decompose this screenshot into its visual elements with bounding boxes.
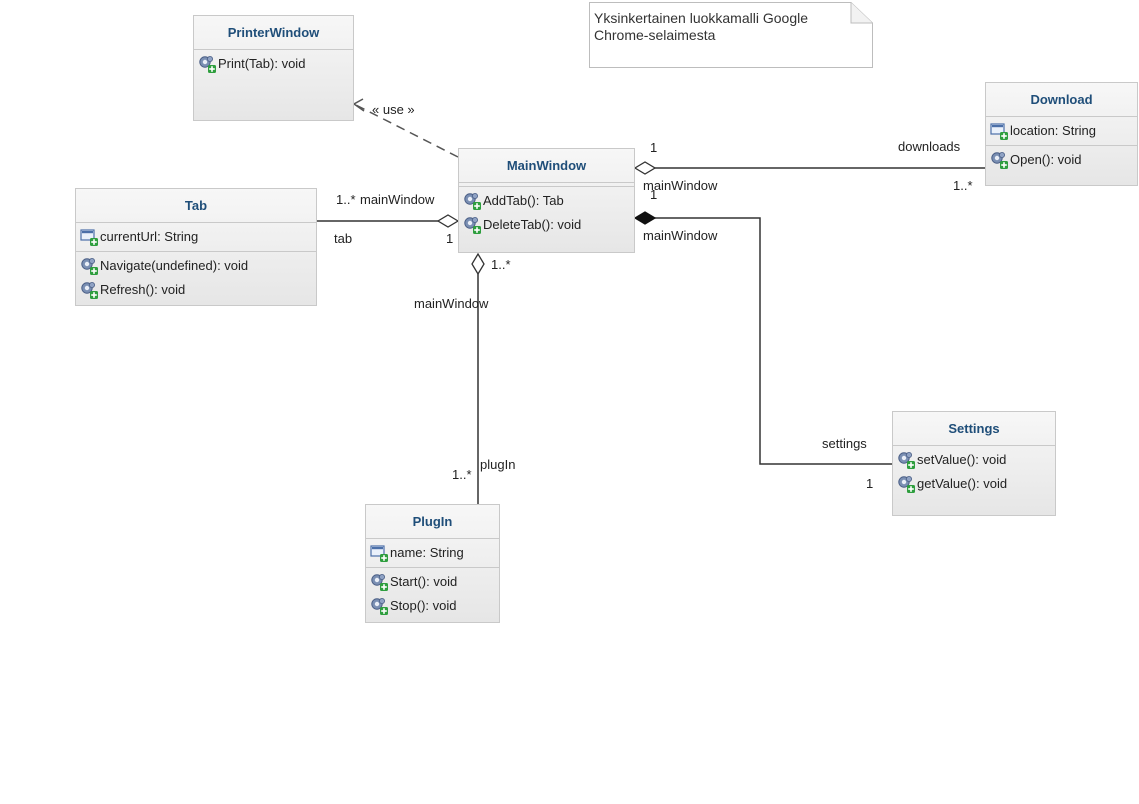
attributes-compartment: currentUrl: String (76, 223, 316, 252)
downloads-target-multiplicity: 1..* (953, 178, 973, 193)
settings-association-line (655, 217, 892, 465)
operations-compartment: Start(): void Stop(): void (366, 568, 499, 620)
plugin-target-multiplicity: 1..* (452, 467, 472, 482)
operation-icon (80, 281, 98, 299)
settings-composition-diamond (633, 211, 657, 225)
operation-icon (80, 257, 98, 275)
operation-icon (897, 451, 915, 469)
operation[interactable]: setValue(): void (893, 448, 1055, 472)
operation[interactable]: DeleteTab(): void (459, 213, 634, 237)
settings-mainwindow-multiplicity: 1 (650, 187, 658, 202)
class-name: PlugIn (366, 505, 499, 539)
use-stereotype-label: « use » (372, 102, 415, 117)
plugin-aggregation-diamond (471, 252, 485, 276)
tab-mainwindow-role: mainWindow (360, 192, 435, 207)
operation-icon (370, 597, 388, 615)
tab-target-role: tab (334, 231, 353, 246)
class-settings[interactable]: Settings setValue(): void getValue(): vo… (892, 411, 1056, 516)
diagram-note: Yksinkertainen luokkamalli Google Chrome… (589, 2, 873, 68)
downloads-target-role: downloads (898, 139, 961, 154)
settings-target-role: settings (822, 436, 867, 451)
operations-compartment: AddTab(): Tab DeleteTab(): void (459, 187, 634, 239)
class-name: PrinterWindow (194, 16, 353, 50)
class-name: MainWindow (459, 149, 634, 183)
attribute-icon (990, 122, 1008, 140)
operations-compartment: setValue(): void getValue(): void (893, 446, 1055, 498)
class-printer-window[interactable]: PrinterWindow Print(Tab): void (193, 15, 354, 121)
plugin-mainwindow-multiplicity: 1..* (491, 257, 511, 272)
attribute[interactable]: currentUrl: String (76, 225, 316, 249)
operation[interactable]: Open(): void (986, 148, 1137, 172)
operation[interactable]: Print(Tab): void (194, 52, 353, 76)
note-text: Yksinkertainen luokkamalli Google Chrome… (594, 10, 808, 43)
operation[interactable]: Start(): void (366, 570, 499, 594)
operations-compartment: Navigate(undefined): void Refresh(): voi… (76, 252, 316, 304)
operation-icon (463, 216, 481, 234)
operation-icon (198, 55, 216, 73)
downloads-mainwindow-role: mainWindow (643, 178, 718, 193)
settings-target-multiplicity: 1 (866, 476, 874, 491)
class-name: Settings (893, 412, 1055, 446)
downloads-aggregation-diamond (633, 161, 657, 175)
class-download[interactable]: Download location: String Open(): void (985, 82, 1138, 186)
attribute-icon (370, 544, 388, 562)
tab-mainwindow-multiplicity: 1 (446, 231, 454, 246)
class-plugin[interactable]: PlugIn name: String Start(): void Stop()… (365, 504, 500, 623)
operation[interactable]: Refresh(): void (76, 278, 316, 302)
attribute[interactable]: location: String (986, 119, 1137, 143)
operation[interactable]: AddTab(): Tab (459, 189, 634, 213)
class-main-window[interactable]: MainWindow AddTab(): Tab DeleteTab(): vo… (458, 148, 635, 253)
note-shape (589, 2, 873, 68)
class-tab[interactable]: Tab currentUrl: String Navigate(undefine… (75, 188, 317, 306)
operations-compartment: Print(Tab): void (194, 50, 353, 78)
operation-icon (990, 151, 1008, 169)
operation[interactable]: Navigate(undefined): void (76, 254, 316, 278)
operation-icon (897, 475, 915, 493)
attributes-compartment: name: String (366, 539, 499, 568)
attributes-compartment (459, 183, 634, 187)
plugin-mainwindow-role: mainWindow (414, 296, 489, 311)
use-dependency-line (353, 103, 459, 158)
operation[interactable]: getValue(): void (893, 472, 1055, 496)
dependency-arrowhead (352, 98, 365, 112)
attribute-icon (80, 228, 98, 246)
tab-aggregation-diamond (436, 214, 460, 228)
settings-mainwindow-role: mainWindow (643, 228, 718, 243)
operation-icon (370, 573, 388, 591)
attributes-compartment: location: String (986, 117, 1137, 146)
attribute[interactable]: name: String (366, 541, 499, 565)
operation[interactable]: Stop(): void (366, 594, 499, 618)
class-name: Download (986, 83, 1137, 117)
class-name: Tab (76, 189, 316, 223)
operations-compartment: Open(): void (986, 146, 1137, 174)
operation-icon (463, 192, 481, 210)
tab-target-multiplicity: 1..* (336, 192, 356, 207)
plugin-target-role: plugIn (480, 457, 516, 472)
downloads-mainwindow-multiplicity: 1 (650, 140, 658, 155)
